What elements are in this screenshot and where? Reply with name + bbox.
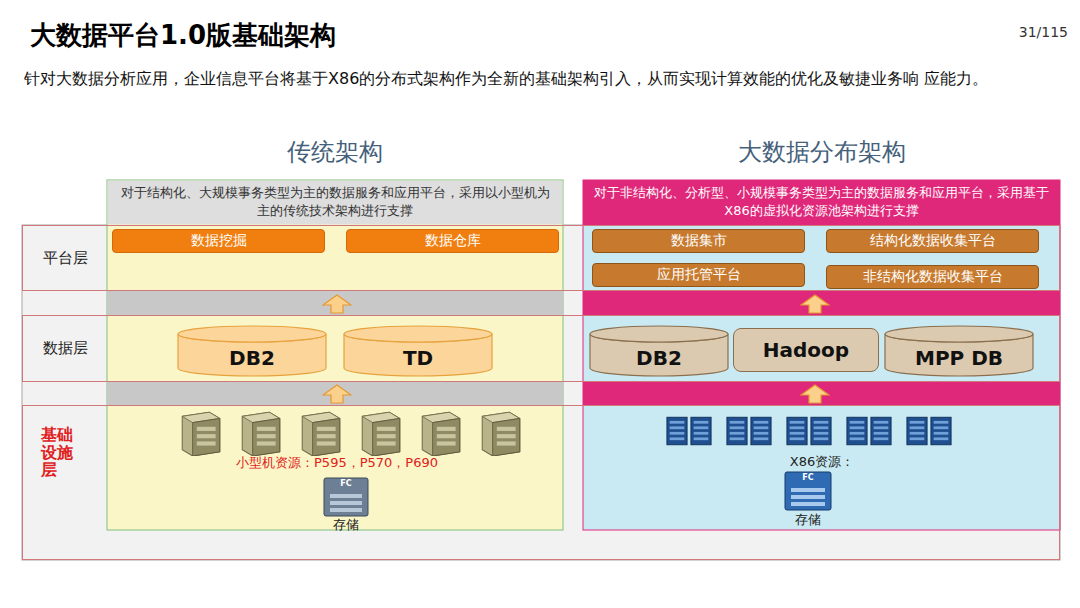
platform-name: 数据挖掘 bbox=[117, 230, 320, 252]
storage-tag: FC bbox=[785, 473, 831, 482]
platform-box: Hadoop bbox=[733, 328, 879, 372]
layer-label: 基础设施层 bbox=[41, 426, 73, 479]
database-cylinder: DB2 bbox=[177, 325, 327, 377]
database-name: Hadoop bbox=[738, 329, 874, 371]
layer-label: 数据层 bbox=[23, 316, 107, 381]
column-description: 对于结构化、大规模事务类型为主的数据服务和应用平台，采用以小型机为主的传统技术架… bbox=[117, 184, 553, 222]
architecture-column: 大数据分布架构对于非结构化、分析型、小规模事务类型为主的数据服务和应用平台，采用… bbox=[583, 180, 1060, 530]
platform-name: 数据仓库 bbox=[351, 230, 554, 252]
layer-label: 平台层 bbox=[23, 226, 107, 290]
column-heading: 传统架构 bbox=[167, 136, 503, 168]
platform-name: 应用托管平台 bbox=[597, 264, 800, 286]
resource-label: 小型机资源：P595，P570，P690 bbox=[177, 454, 497, 472]
column-heading: 大数据分布架构 bbox=[643, 136, 1000, 168]
subtitle-note: 针对大数据分析应用，企业信息平台将基于X86的分布式架构作为全新的基础架构引入，… bbox=[24, 56, 1060, 102]
storage-tag: FC bbox=[324, 479, 368, 488]
database-name: DB2 bbox=[593, 339, 725, 377]
platform-box: 非结构化数据收集平台 bbox=[826, 265, 1039, 289]
layer-band: 基础设施层 bbox=[22, 405, 1060, 560]
platform-box: 结构化数据收集平台 bbox=[826, 229, 1039, 253]
page-number: 31/115 bbox=[990, 24, 1068, 40]
platform-box: 应用托管平台 bbox=[592, 263, 805, 287]
platform-name: 结构化数据收集平台 bbox=[831, 230, 1034, 252]
database-name: MPP DB bbox=[888, 339, 1030, 377]
platform-box: 数据挖掘 bbox=[112, 229, 325, 253]
database-cylinder: DB2 bbox=[589, 325, 729, 377]
storage-label: 存储 bbox=[306, 516, 386, 534]
resource-label: X86资源： bbox=[742, 453, 902, 471]
platform-box: 数据仓库 bbox=[346, 229, 559, 253]
slide-title: 大数据平台1.0版基础架构 bbox=[30, 18, 336, 53]
database-cylinder: MPP DB bbox=[884, 325, 1034, 377]
storage-label: 存储 bbox=[768, 511, 848, 529]
database-cylinder: TD bbox=[343, 325, 493, 377]
platform-box: 数据集市 bbox=[592, 229, 805, 253]
database-name: TD bbox=[347, 339, 489, 377]
column-description: 对于非结构化、分析型、小规模事务类型为主的数据服务和应用平台，采用基于X86的虚… bbox=[593, 184, 1050, 222]
platform-name: 数据集市 bbox=[597, 230, 800, 252]
architecture-column: 传统架构对于结构化、大规模事务类型为主的数据服务和应用平台，采用以小型机为主的传… bbox=[107, 180, 563, 530]
database-name: DB2 bbox=[181, 339, 323, 377]
platform-name: 非结构化数据收集平台 bbox=[831, 266, 1034, 288]
